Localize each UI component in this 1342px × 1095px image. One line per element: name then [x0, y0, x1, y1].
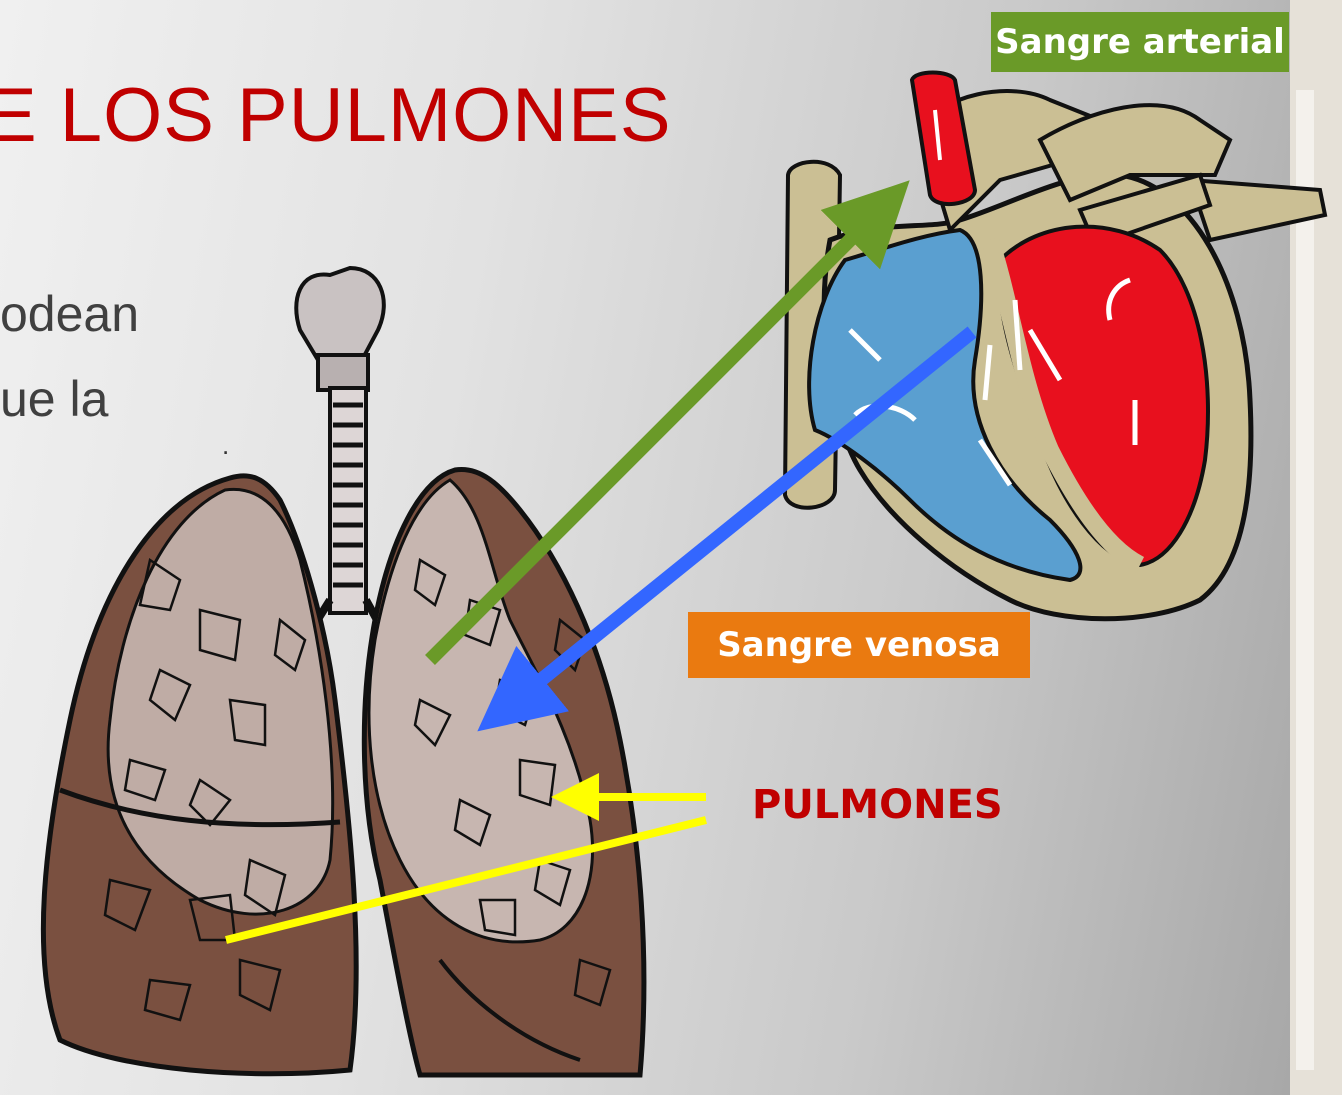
heart-drawing — [785, 73, 1325, 619]
left-lung — [43, 476, 356, 1074]
label-pulmones: PULMONES — [752, 782, 1003, 828]
right-lung — [364, 469, 644, 1075]
aorta-red — [912, 73, 975, 205]
label-sangre-arterial: Sangre arterial — [991, 12, 1289, 72]
label-sangre-venosa: Sangre venosa — [688, 612, 1030, 678]
